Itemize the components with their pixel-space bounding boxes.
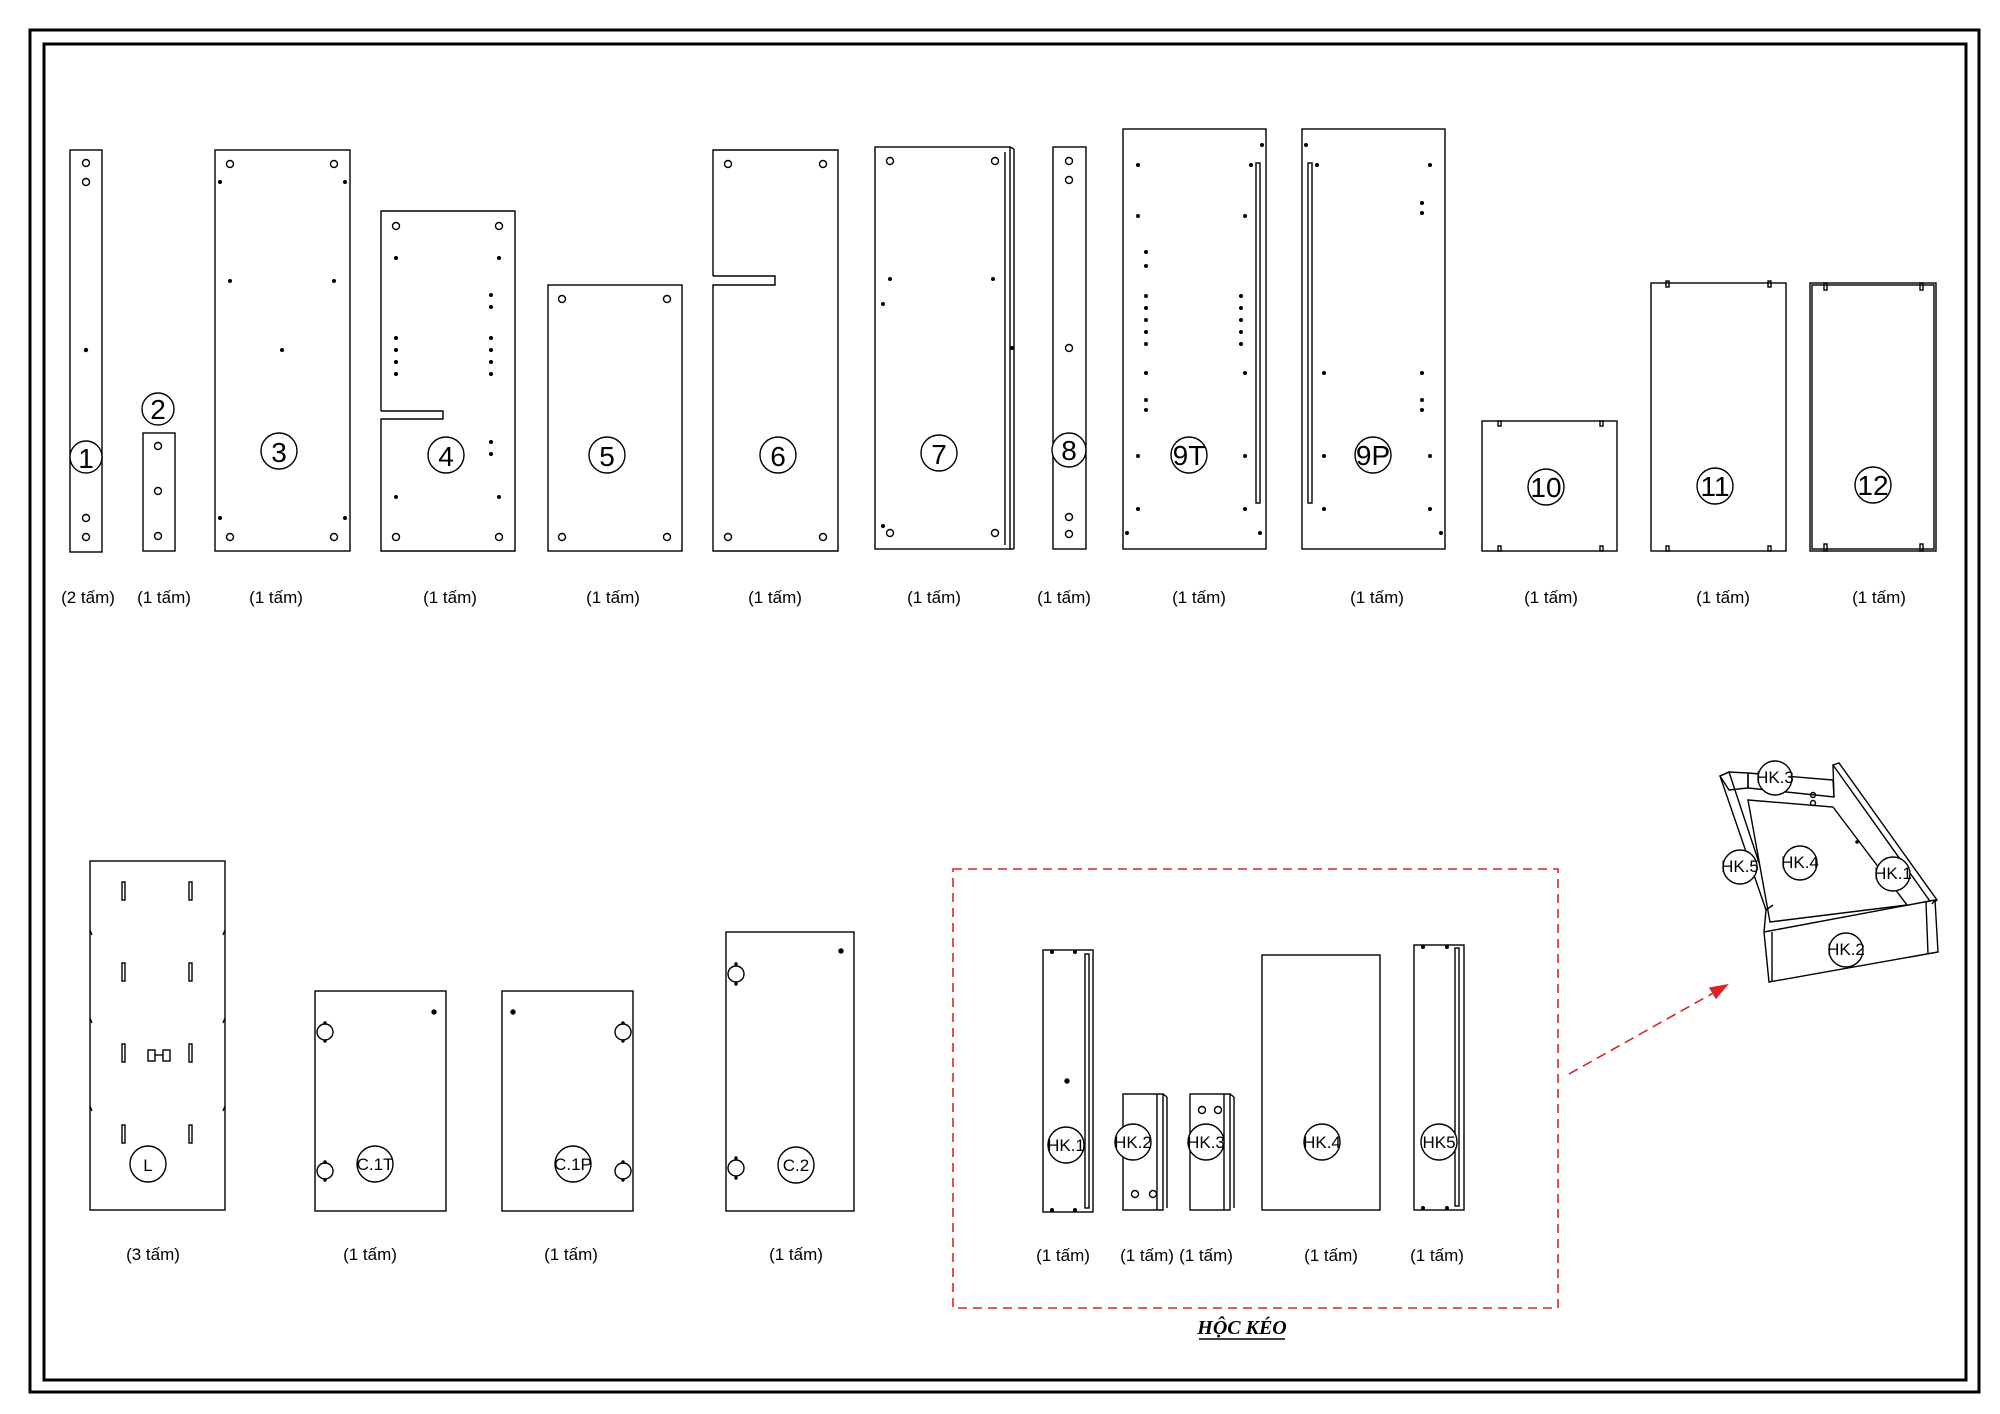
panel-label: 3 bbox=[271, 437, 287, 468]
panel-8 bbox=[1051, 146, 1087, 550]
drawer-part-hk1 bbox=[1042, 949, 1094, 1213]
panel-7 bbox=[874, 146, 1015, 550]
drawer-part-hk3 bbox=[1187, 1093, 1235, 1211]
panel-label: 10 bbox=[1530, 472, 1561, 503]
panel-10 bbox=[1481, 420, 1618, 552]
drawer-part-qty: (1 tấm) bbox=[1179, 1246, 1233, 1265]
panel-label: 7 bbox=[931, 439, 947, 470]
panel-l bbox=[89, 860, 226, 1211]
assembly-label: HK.5 bbox=[1721, 857, 1759, 876]
panel-label: C.2 bbox=[783, 1156, 809, 1175]
drawer-part-hk5 bbox=[1413, 944, 1465, 1211]
panel-qty: (1 tấm) bbox=[586, 588, 640, 607]
assembly-arrow-head bbox=[1708, 983, 1729, 1000]
panel-qty: (1 tấm) bbox=[1350, 588, 1404, 607]
panel-4 bbox=[380, 210, 516, 552]
panel-label: 9P bbox=[1356, 440, 1390, 471]
assembly-label: HK.4 bbox=[1781, 853, 1819, 872]
panel-11 bbox=[1650, 280, 1787, 552]
drawer-part-label: HK.1 bbox=[1047, 1136, 1085, 1155]
panel-label: 5 bbox=[599, 441, 615, 472]
drawer-part-label: HK.2 bbox=[1114, 1133, 1152, 1152]
panel-c2 bbox=[725, 931, 855, 1212]
drawer-part-hk4 bbox=[1261, 954, 1381, 1211]
panel-label: 12 bbox=[1857, 470, 1888, 501]
panel-9p bbox=[1301, 128, 1446, 550]
panel-2 bbox=[141, 392, 176, 552]
outer-border bbox=[28, 28, 1981, 1394]
panel-1 bbox=[69, 149, 103, 553]
panel-qty: (1 tấm) bbox=[1037, 588, 1091, 607]
drawer-caption: HỘC KÉO bbox=[1196, 1316, 1286, 1339]
assembly-arrow-line bbox=[1568, 991, 1716, 1075]
drawer-part-qty: (1 tấm) bbox=[1036, 1246, 1090, 1265]
panel-label: C.1T bbox=[357, 1155, 394, 1174]
panel-label: 4 bbox=[438, 441, 454, 472]
panel-qty: (1 tấm) bbox=[343, 1245, 397, 1264]
inner-border bbox=[42, 42, 1968, 1382]
panel-qty: (1 tấm) bbox=[1172, 588, 1226, 607]
panel-label: 11 bbox=[1700, 471, 1729, 502]
panel-qty: (1 tấm) bbox=[769, 1245, 823, 1264]
assembly-label: HK.1 bbox=[1874, 864, 1912, 883]
panel-qty: (1 tấm) bbox=[423, 588, 477, 607]
panel-label: 6 bbox=[770, 441, 786, 472]
panel-qty: (3 tấm) bbox=[126, 1245, 180, 1264]
drawer-assembly-view bbox=[1718, 760, 1939, 983]
panel-c1p bbox=[501, 990, 634, 1212]
drawer-part-label: HK.4 bbox=[1303, 1133, 1341, 1152]
drawer-part-qty: (1 tấm) bbox=[1410, 1246, 1464, 1265]
drawer-group-frame bbox=[952, 868, 1559, 1309]
panel-9t bbox=[1122, 128, 1267, 550]
panel-qty: (1 tấm) bbox=[907, 588, 961, 607]
panel-qty: (1 tấm) bbox=[1696, 588, 1750, 607]
panel-label: 1 bbox=[78, 443, 94, 474]
panel-6 bbox=[712, 149, 839, 552]
panel-qty: (1 tấm) bbox=[1524, 588, 1578, 607]
panel-c1t bbox=[314, 990, 447, 1212]
panel-label: 8 bbox=[1061, 435, 1077, 466]
panel-label: 2 bbox=[150, 394, 166, 425]
drawer-part-label: HK5 bbox=[1422, 1133, 1455, 1152]
assembly-label: HK.2 bbox=[1827, 940, 1865, 959]
drawer-part-qty: (1 tấm) bbox=[1304, 1246, 1358, 1265]
panel-qty: (2 tấm) bbox=[61, 588, 115, 607]
panel-label: L bbox=[143, 1156, 152, 1175]
panel-qty: (1 tấm) bbox=[1852, 588, 1906, 607]
panel-5 bbox=[547, 284, 683, 552]
drawer-part-hk2 bbox=[1114, 1093, 1168, 1211]
assembly-label: HK.3 bbox=[1756, 768, 1794, 787]
panel-12 bbox=[1809, 282, 1937, 552]
panel-qty: (1 tấm) bbox=[544, 1245, 598, 1264]
panel-qty: (1 tấm) bbox=[748, 588, 802, 607]
panel-label: C.1P bbox=[554, 1155, 592, 1174]
drawer-part-qty: (1 tấm) bbox=[1120, 1246, 1174, 1265]
drawer-part-label: HK.3 bbox=[1187, 1133, 1225, 1152]
panel-qty: (1 tấm) bbox=[249, 588, 303, 607]
panel-label: 9T bbox=[1173, 440, 1206, 471]
panel-qty: (1 tấm) bbox=[137, 588, 191, 607]
panel-3 bbox=[214, 149, 351, 552]
